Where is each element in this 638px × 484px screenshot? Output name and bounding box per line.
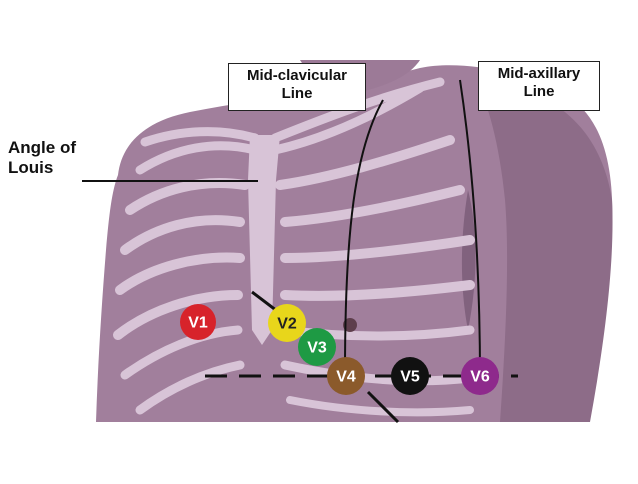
angle-of-louis-text-2: Louis	[8, 158, 76, 178]
electrode-v2-label: V2	[277, 316, 297, 333]
electrode-v3: V3	[298, 328, 336, 366]
angle-of-louis-label: Angle of Louis	[8, 138, 76, 178]
electrode-v5-label: V5	[400, 369, 420, 386]
angle-of-louis-text-1: Angle of	[8, 138, 76, 158]
electrode-v5: V5	[391, 357, 429, 395]
mid-clavicular-line-label: Mid-clavicular Line	[228, 63, 366, 111]
mid-axillary-line-text-2: Line	[485, 83, 593, 101]
electrode-v4: V4	[327, 357, 365, 395]
mid-axillary-line-text-1: Mid-axillary	[485, 65, 593, 83]
electrode-v4-label: V4	[336, 369, 356, 386]
electrode-v6-label: V6	[470, 369, 490, 386]
electrode-v1: V1	[180, 304, 216, 340]
mid-clavicular-line-text-1: Mid-clavicular	[235, 67, 359, 85]
mid-clavicular-line-text-2: Line	[235, 85, 359, 103]
electrode-v3-label: V3	[307, 340, 327, 357]
mid-axillary-line-label: Mid-axillary Line	[478, 61, 600, 111]
electrode-v6: V6	[461, 357, 499, 395]
electrode-v2: V2	[268, 304, 306, 342]
electrode-v1-label: V1	[188, 315, 208, 332]
